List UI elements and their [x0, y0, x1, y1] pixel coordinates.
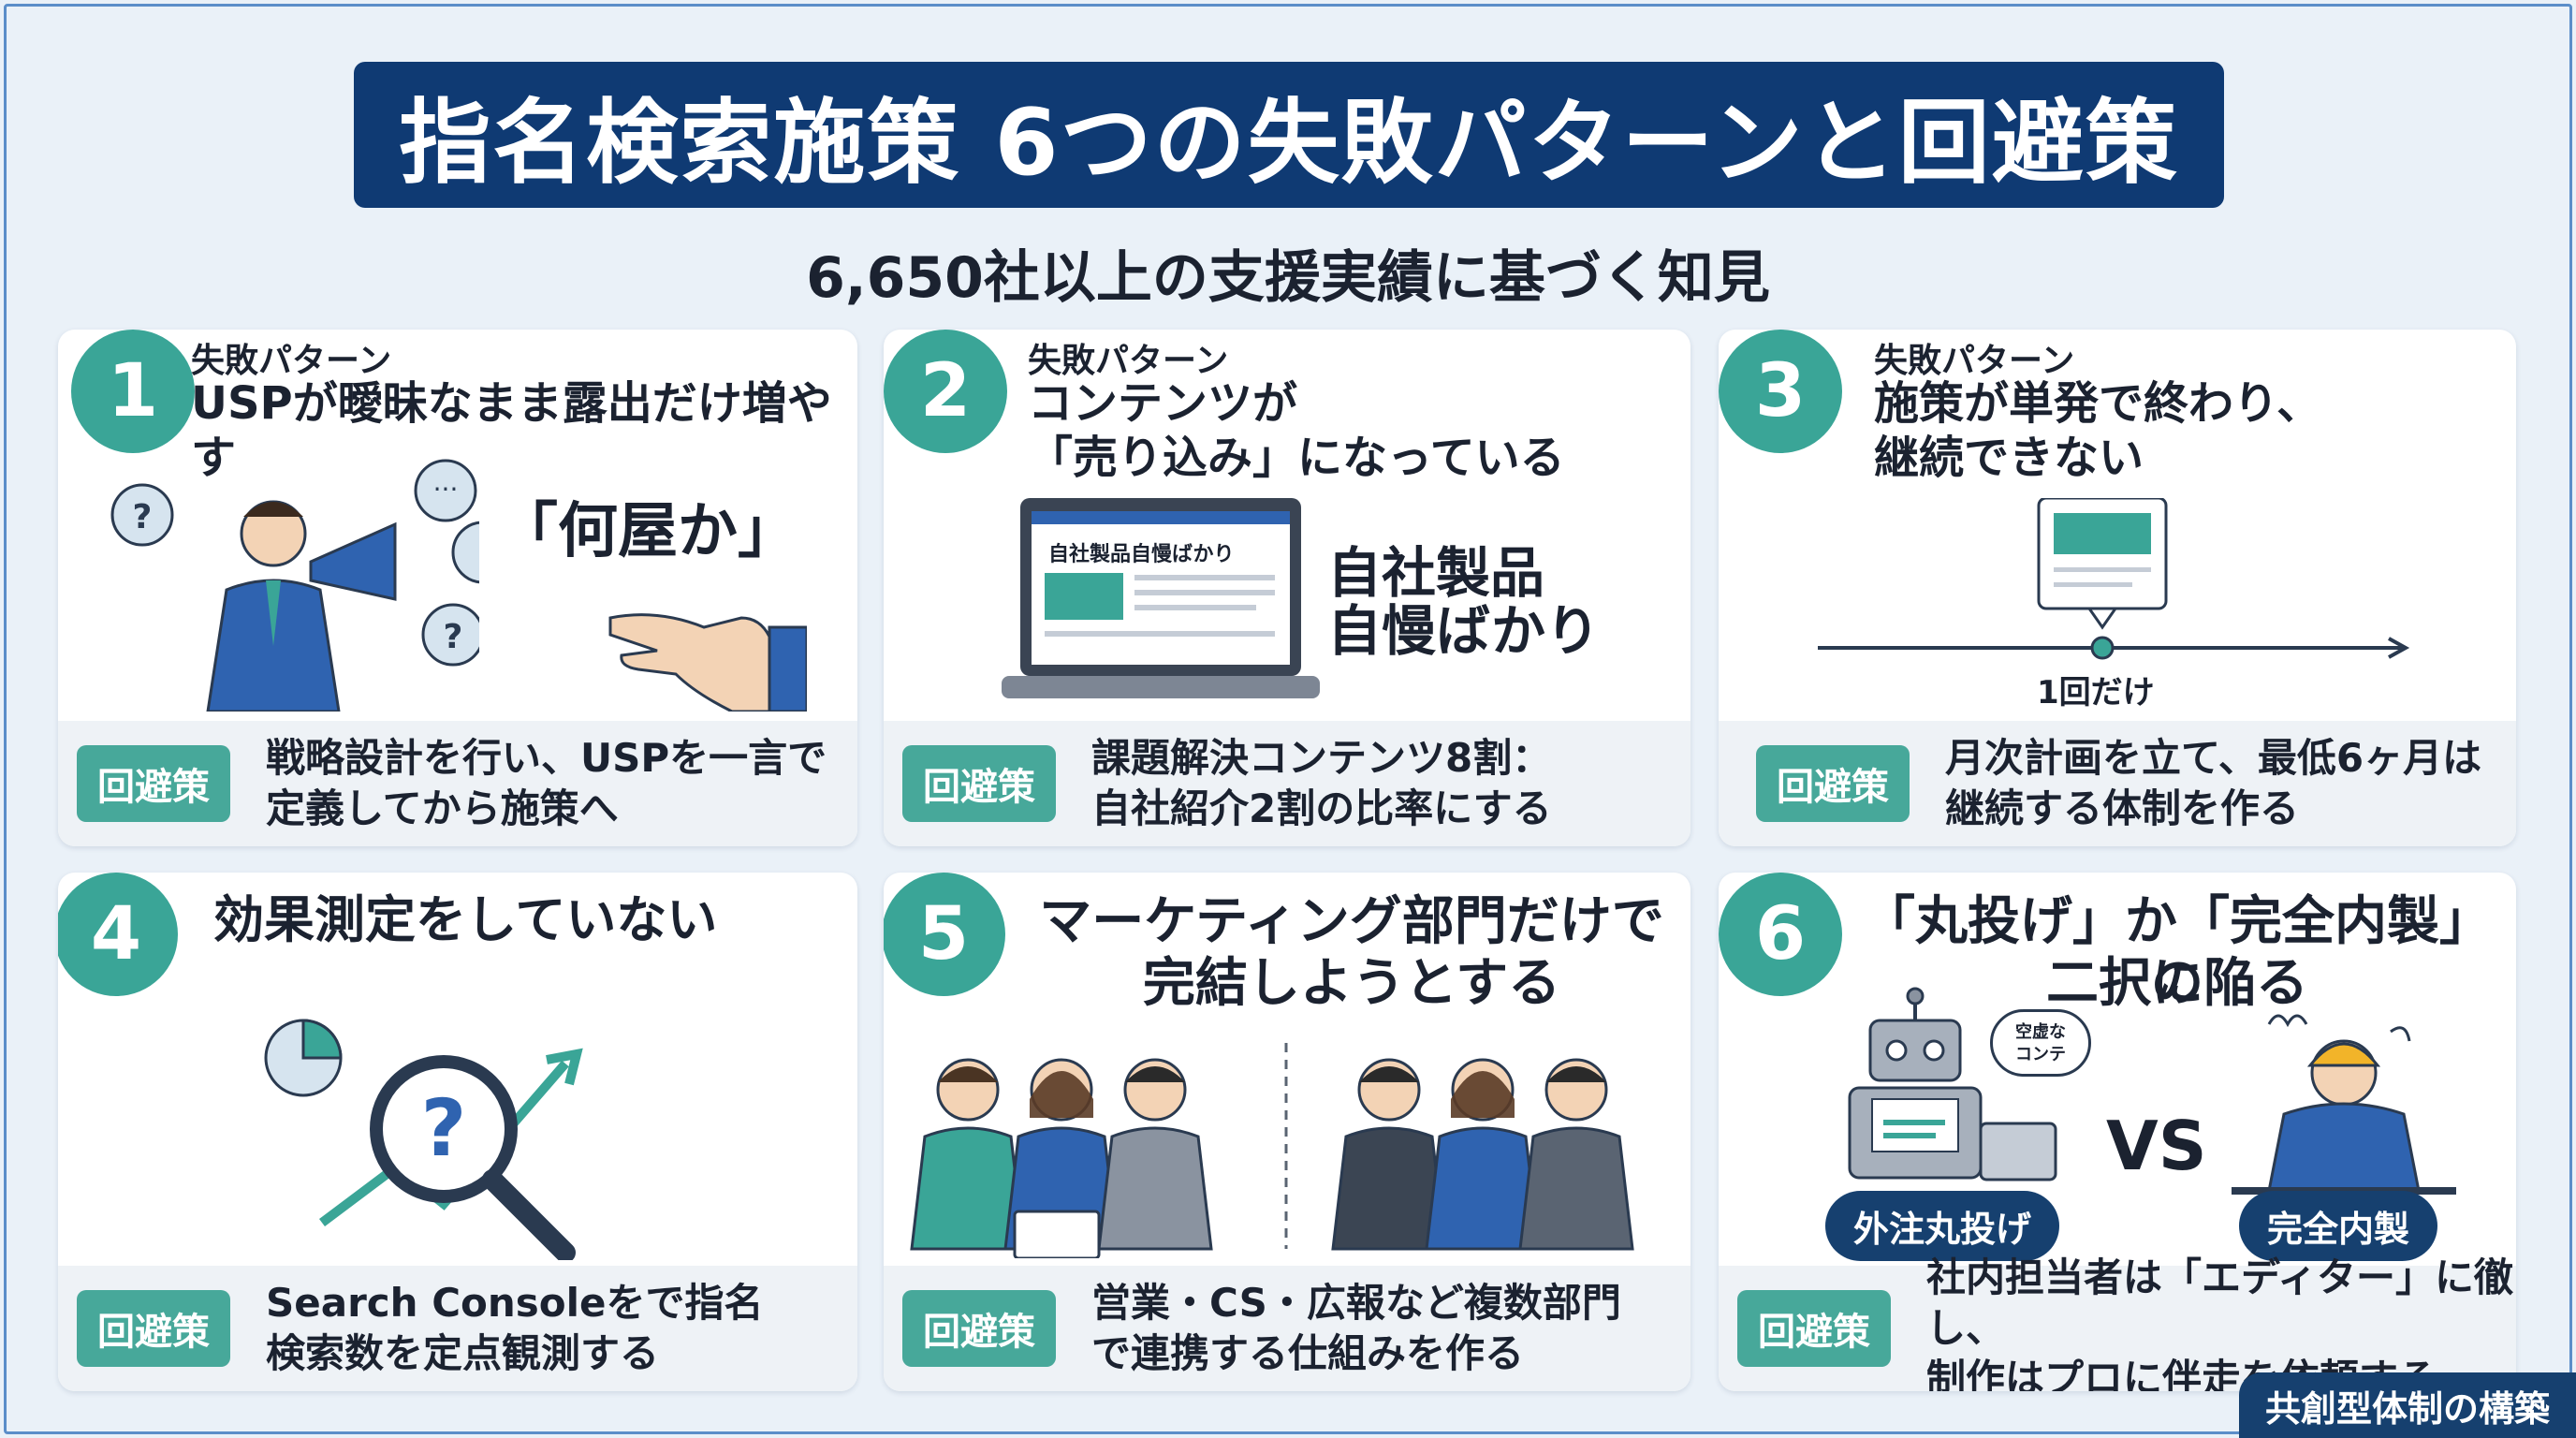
worker-illustration: [2232, 1014, 2456, 1195]
in-house-pill: 完全内製: [2239, 1191, 2438, 1261]
avoid-strategy: 回避策 営業・CS・広報など複数部門 で連携する仕組みを作る: [884, 1266, 1690, 1391]
avoid-text: 月次計画を立て、最低6ヶ月は 継続する体制を作る: [1945, 735, 2482, 831]
megaphone-person-illustration: ? ··· ?: [110, 459, 479, 712]
pattern-title-line2: 二択に陥る: [2046, 953, 2308, 1014]
svg-text:?: ?: [444, 618, 463, 656]
avoid-text: 営業・CS・広報など複数部門 で連携する仕組みを作る: [1091, 1280, 1621, 1376]
pattern-card-2: 2 失敗パターン コンテンツが 「売り込み」になっている 自社製品自慢ばかり 自…: [884, 330, 1690, 846]
svg-text:?: ?: [133, 498, 153, 536]
page-title: 指名検索施策 6つの失敗パターンと回避策: [399, 90, 2179, 197]
avoid-strategy: 回避策 戦略設計を行い、USPを一言で 定義してから施策へ: [58, 721, 857, 846]
pattern-title-line2: 完結しようとする: [1142, 953, 1561, 1014]
corner-tag: 共創型体制の構築: [2239, 1372, 2576, 1438]
pattern-title-line1: コンテンツが: [1028, 377, 1298, 430]
svg-text:···: ···: [433, 474, 459, 505]
pattern-number: 1: [71, 330, 195, 453]
avoid-text: Search Consoleをで指名 検索数を定点観測する: [266, 1280, 764, 1376]
avoid-badge: 回避策: [1737, 1290, 1891, 1367]
avoid-strategy: 回避策 月次計画を立て、最低6ヶ月は 継続する体制を作る: [1719, 721, 2516, 846]
pattern-title: USPが曖昧なまま露出だけ増やす: [191, 377, 832, 484]
pattern-card-5: 5 マーケティング部門だけで 完結しようとする 回: [884, 873, 1690, 1391]
pattern-card-1: 1 失敗パターン USPが曖昧なまま露出だけ増やす ? ··· ? 「何屋か」 …: [58, 330, 857, 846]
pattern-number: 2: [884, 330, 1007, 453]
pattern-number: 6: [1719, 873, 1842, 996]
avoid-badge: 回避策: [1756, 745, 1910, 822]
robot-illustration: [1848, 987, 2057, 1181]
avoid-text: 戦略設計を行い、USPを一言で 定義してから施策へ: [266, 735, 827, 831]
avoid-strategy: 回避策 Search Consoleをで指名 検索数を定点観測する: [58, 1266, 857, 1391]
versus-label: VS: [2106, 1107, 2207, 1185]
pattern-number: 3: [1719, 330, 1842, 453]
fail-pattern-label: 失敗パターン: [191, 342, 392, 380]
svg-text:?: ?: [421, 1082, 467, 1174]
what-business-label: 「何屋か」: [498, 497, 798, 566]
pattern-title-line1: 「丸投げ」か「完全内製」の: [1863, 891, 2492, 1014]
pattern-card-4: 4 効果測定をしていない ? 回避策 Search Consoleをで指名 検索…: [58, 873, 857, 1391]
avoid-strategy: 回避策 課題解決コンテンツ8割： 自社紹介2割の比率にする: [884, 721, 1690, 846]
pattern-number: 5: [884, 873, 1005, 996]
pattern-card-3: 3 失敗パターン 施策が単発で終わり、 継続できない 1回だけ 回避策 月次計画…: [1719, 330, 2516, 846]
pattern-title-line1: 施策が単発で終わり、: [1874, 377, 2322, 430]
fail-pattern-label: 失敗パターン: [1874, 342, 2075, 380]
pattern-title-line2: 「売り込み」になっている: [1028, 432, 1565, 484]
self-praise-label-line2: 自慢ばかり: [1327, 599, 1601, 663]
pointing-hand-illustration: [608, 613, 807, 712]
page-frame: [4, 4, 2572, 1434]
pattern-card-6: 6 「丸投げ」か「完全内製」の 二択に陥る 空虚な コンテ VS 外注丸投げ 完…: [1719, 873, 2516, 1391]
laptop-screen-text: 自社製品自慢ばかり: [1048, 543, 1235, 566]
self-praise-label-line1: 自社製品: [1327, 541, 1545, 605]
magnifier-question-illustration: ?: [264, 1019, 583, 1260]
avoid-badge: 回避策: [77, 745, 230, 822]
avoid-badge: 回避策: [902, 745, 1056, 822]
fail-pattern-label: 失敗パターン: [1028, 342, 1229, 380]
once-only-label: 1回だけ: [2037, 674, 2155, 712]
pattern-title-line1: マーケティング部門だけで: [1039, 891, 1664, 952]
avoid-text: 課題解決コンテンツ8割： 自社紹介2割の比率にする: [1091, 735, 1552, 831]
avoid-badge: 回避策: [902, 1290, 1056, 1367]
pattern-title: 効果測定をしていない: [213, 890, 718, 949]
speech-bubble: 空虚な コンテ: [1990, 1009, 2091, 1077]
team-members-illustration: [910, 1043, 1634, 1258]
page-subtitle: 6,650社以上の支援実績に基づく知見: [806, 245, 1770, 311]
title-banner: 指名検索施策 6つの失敗パターンと回避策: [354, 62, 2224, 208]
laptop-illustration: [1002, 498, 1320, 698]
pattern-number: 4: [58, 873, 178, 996]
outsourcing-pill: 外注丸投げ: [1825, 1191, 2060, 1261]
single-event-timeline-illustration: [1818, 498, 2410, 660]
pattern-title-line2: 継続できない: [1874, 432, 2144, 484]
avoid-text: 社内担当者は「エディター」に徹し、 制作はプロに伴走を依頼する: [1926, 1255, 2514, 1391]
avoid-badge: 回避策: [77, 1290, 230, 1367]
